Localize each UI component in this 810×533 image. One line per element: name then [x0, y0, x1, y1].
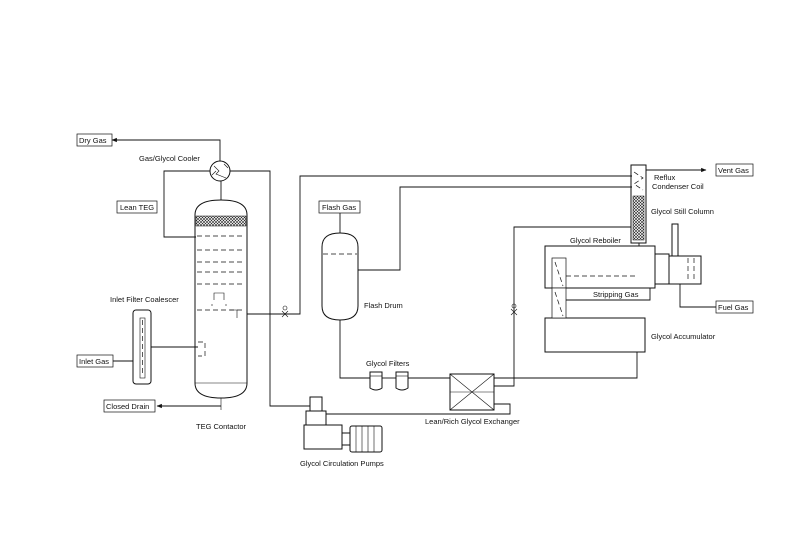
glycol-filters-label: Glycol Filters: [366, 359, 410, 368]
gas-glycol-cooler: [209, 160, 231, 182]
teg-contactor-label: TEG Contactor: [196, 422, 247, 431]
inlet-gas-text: Inlet Gas: [79, 357, 109, 366]
label-inlet-gas: Inlet Gas: [76, 354, 114, 368]
inlet-filter-coalescer-label: Inlet Filter Coalescer: [110, 295, 179, 304]
gas-glycol-cooler-label: Gas/Glycol Cooler: [139, 154, 200, 163]
fuel-gas-text: Fuel Gas: [718, 303, 749, 312]
glycol-still-column: [630, 164, 647, 244]
lean-rich-glycol-exchanger: [449, 373, 495, 411]
lean-teg-text: Lean TEG: [120, 203, 154, 212]
flash-gas-text: Flash Gas: [322, 203, 356, 212]
label-dry-gas: Dry Gas: [76, 133, 113, 147]
piping: [111, 137, 716, 415]
label-vent-gas: Vent Gas: [715, 163, 754, 177]
inlet-filter-coalescer: [132, 309, 152, 385]
label-closed-drain: Closed Drain: [103, 399, 156, 413]
stripping-gas-label: Stripping Gas: [593, 290, 639, 299]
glycol-filters: [369, 371, 409, 391]
glycol-accumulator-label: Glycol Accumulator: [651, 332, 716, 341]
flash-drum: [321, 232, 359, 321]
reflux-label-line1: Reflux: [654, 173, 676, 182]
vent-gas-text: Vent Gas: [718, 166, 749, 175]
teg-contactor: [194, 199, 248, 410]
glycol-accumulator: [544, 287, 646, 353]
reflux-label-line2: Condenser Coil: [652, 182, 704, 191]
glycol-circulation-pumps-label: Glycol Circulation Pumps: [300, 459, 384, 468]
glycol-reboiler-label: Glycol Reboiler: [570, 236, 621, 245]
label-flash-gas: Flash Gas: [318, 200, 361, 214]
glycol-circulation-pumps: [303, 396, 383, 453]
label-lean-teg: Lean TEG: [116, 200, 158, 214]
label-fuel-gas: Fuel Gas: [715, 300, 754, 314]
glycol-reboiler: [544, 223, 702, 289]
lean-rich-exchanger-label: Lean/Rich Glycol Exchanger: [425, 417, 520, 426]
closed-drain-text: Closed Drain: [106, 402, 149, 411]
dry-gas-text: Dry Gas: [79, 136, 107, 145]
flash-drum-label: Flash Drum: [364, 301, 403, 310]
glycol-still-column-label: Glycol Still Column: [651, 207, 714, 216]
